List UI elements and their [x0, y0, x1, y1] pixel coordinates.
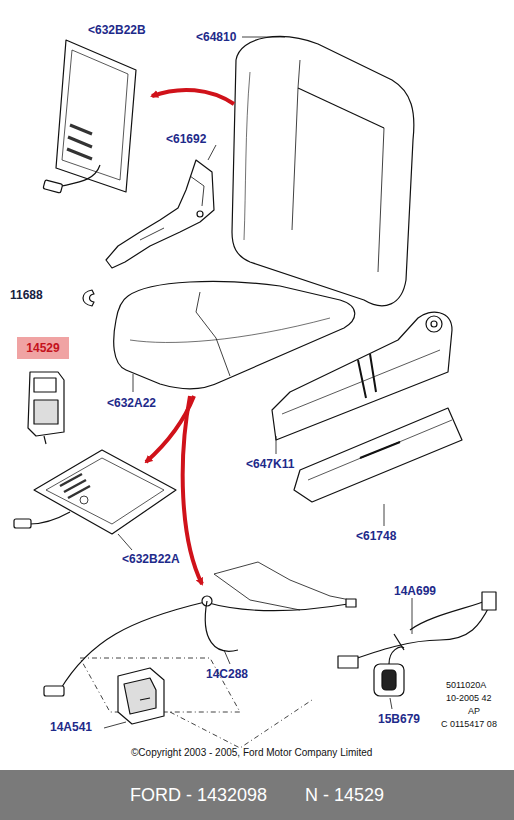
- footer-text: N - 14529: [305, 785, 384, 806]
- drawing-stroke: [80, 496, 88, 504]
- drawing-stroke: [43, 180, 63, 193]
- callout-number: <61748: [356, 530, 396, 543]
- highlighted-number: 14529: [26, 341, 59, 355]
- seat-cushion: [114, 281, 355, 389]
- drawing-stroke: [104, 722, 126, 728]
- drawing-stroke: [358, 354, 376, 398]
- drawing-stroke: [106, 160, 214, 268]
- drawing-stroke: [346, 605, 490, 662]
- drawing-stroke: [14, 37, 496, 748]
- switch-module: [28, 372, 64, 444]
- drawing-stroke: [140, 698, 150, 700]
- drawing-stroke: [60, 602, 348, 690]
- drawing-stroke: [338, 656, 358, 668]
- drawing-stroke: [378, 128, 384, 272]
- drawing-stroke: [56, 40, 136, 192]
- drawing-stroke: [170, 700, 312, 748]
- drawing-code: 5011020A: [446, 681, 486, 691]
- drawing-stroke: [412, 598, 413, 634]
- drawing-stroke: [152, 90, 234, 104]
- drawing-stroke: [276, 436, 277, 454]
- drawing-stroke: [62, 50, 128, 180]
- leader-lines: [104, 37, 412, 728]
- callout-number: 15B679: [378, 713, 420, 726]
- rocker-switch: [374, 647, 404, 696]
- drawing-stroke: [382, 670, 396, 690]
- drawing-stroke: [30, 512, 70, 524]
- drawing-stroke: [183, 396, 202, 584]
- drawing-stroke: [118, 668, 164, 724]
- drawing-stroke: [208, 145, 216, 160]
- drawing-stroke: [44, 686, 64, 696]
- drawing-stroke: [224, 650, 230, 664]
- drawing-stroke: [431, 321, 437, 327]
- drawing-stroke: [114, 281, 355, 389]
- callout-number: <64810: [196, 31, 236, 44]
- drawing-stroke: [28, 372, 64, 436]
- drawing-stroke: [292, 60, 300, 230]
- drawing-stroke: [232, 37, 414, 306]
- drawing-stroke: [205, 601, 238, 651]
- drawing-stroke: [242, 37, 285, 38]
- lower-trim: [294, 408, 462, 502]
- drawing-stroke: [308, 420, 452, 480]
- drawing-stroke: [118, 534, 132, 550]
- drawing-stroke: [374, 664, 404, 696]
- drawing-stroke: [360, 442, 400, 458]
- drawing-stroke: [34, 400, 58, 424]
- drawing-code: AP: [468, 707, 480, 717]
- drawing-stroke: [410, 600, 488, 630]
- heater-mat-cushion: [14, 450, 176, 534]
- heater-mat-back: [43, 40, 136, 193]
- drawing-stroke: [346, 599, 356, 607]
- drawing-stroke: [282, 350, 440, 414]
- red-arrows: [146, 90, 234, 584]
- drawing-stroke: [14, 519, 31, 528]
- drawing-stroke: [390, 698, 392, 709]
- drawing-stroke: [62, 165, 100, 186]
- drawing-stroke: [389, 647, 404, 664]
- drawing-stroke: [482, 592, 496, 610]
- drawing-stroke: [124, 678, 156, 714]
- drawing-stroke: [426, 316, 442, 332]
- control-module: [80, 658, 312, 748]
- drawing-stroke: [60, 474, 90, 498]
- drawing-stroke: [197, 211, 203, 217]
- drawing-stroke: [130, 318, 330, 342]
- wire-harness-switch: [338, 592, 496, 668]
- drawing-stroke: [214, 574, 300, 610]
- drawing-stroke: [34, 450, 176, 534]
- drawing-stroke: [214, 562, 350, 600]
- callout-number: <632B22A: [122, 553, 180, 566]
- callout-number: 11688: [10, 289, 43, 302]
- callout-number: 14A541: [50, 721, 92, 734]
- callout-number: <61692: [166, 133, 206, 146]
- drawing-stroke: [294, 408, 462, 502]
- drawing-stroke: [44, 436, 46, 444]
- copyright-note: ©Copyright 2003 - 2005, Ford Motor Compa…: [131, 747, 372, 758]
- callout-number: <632B22B: [88, 24, 146, 37]
- clip: [83, 290, 94, 306]
- drawing-stroke: [34, 378, 56, 392]
- footer-band: FORD - 1432098 N - 14529: [0, 770, 514, 820]
- drawing-stroke: [67, 125, 92, 159]
- drawing-code: C 0115417 08: [441, 720, 497, 730]
- callout-number: 14C288: [206, 668, 248, 681]
- drawing-stroke: [298, 88, 384, 128]
- callout-number: <632A22: [107, 397, 156, 410]
- drawing-stroke: [196, 292, 230, 376]
- drawing-stroke: [133, 374, 134, 392]
- callout-number: <647K11: [246, 458, 294, 471]
- highlight-box: 14529: [17, 337, 69, 359]
- drawing-stroke: [46, 458, 164, 524]
- callout-number: 14A699: [394, 585, 436, 598]
- drawing-stroke: [140, 176, 204, 240]
- drawing-stroke: [384, 504, 385, 526]
- drawing-stroke: [244, 72, 250, 240]
- bracket: [106, 160, 214, 268]
- seat-back: [232, 37, 414, 306]
- drawing-code: 10-2005 42: [446, 694, 492, 704]
- footer-text: FORD - 1432098: [130, 785, 267, 806]
